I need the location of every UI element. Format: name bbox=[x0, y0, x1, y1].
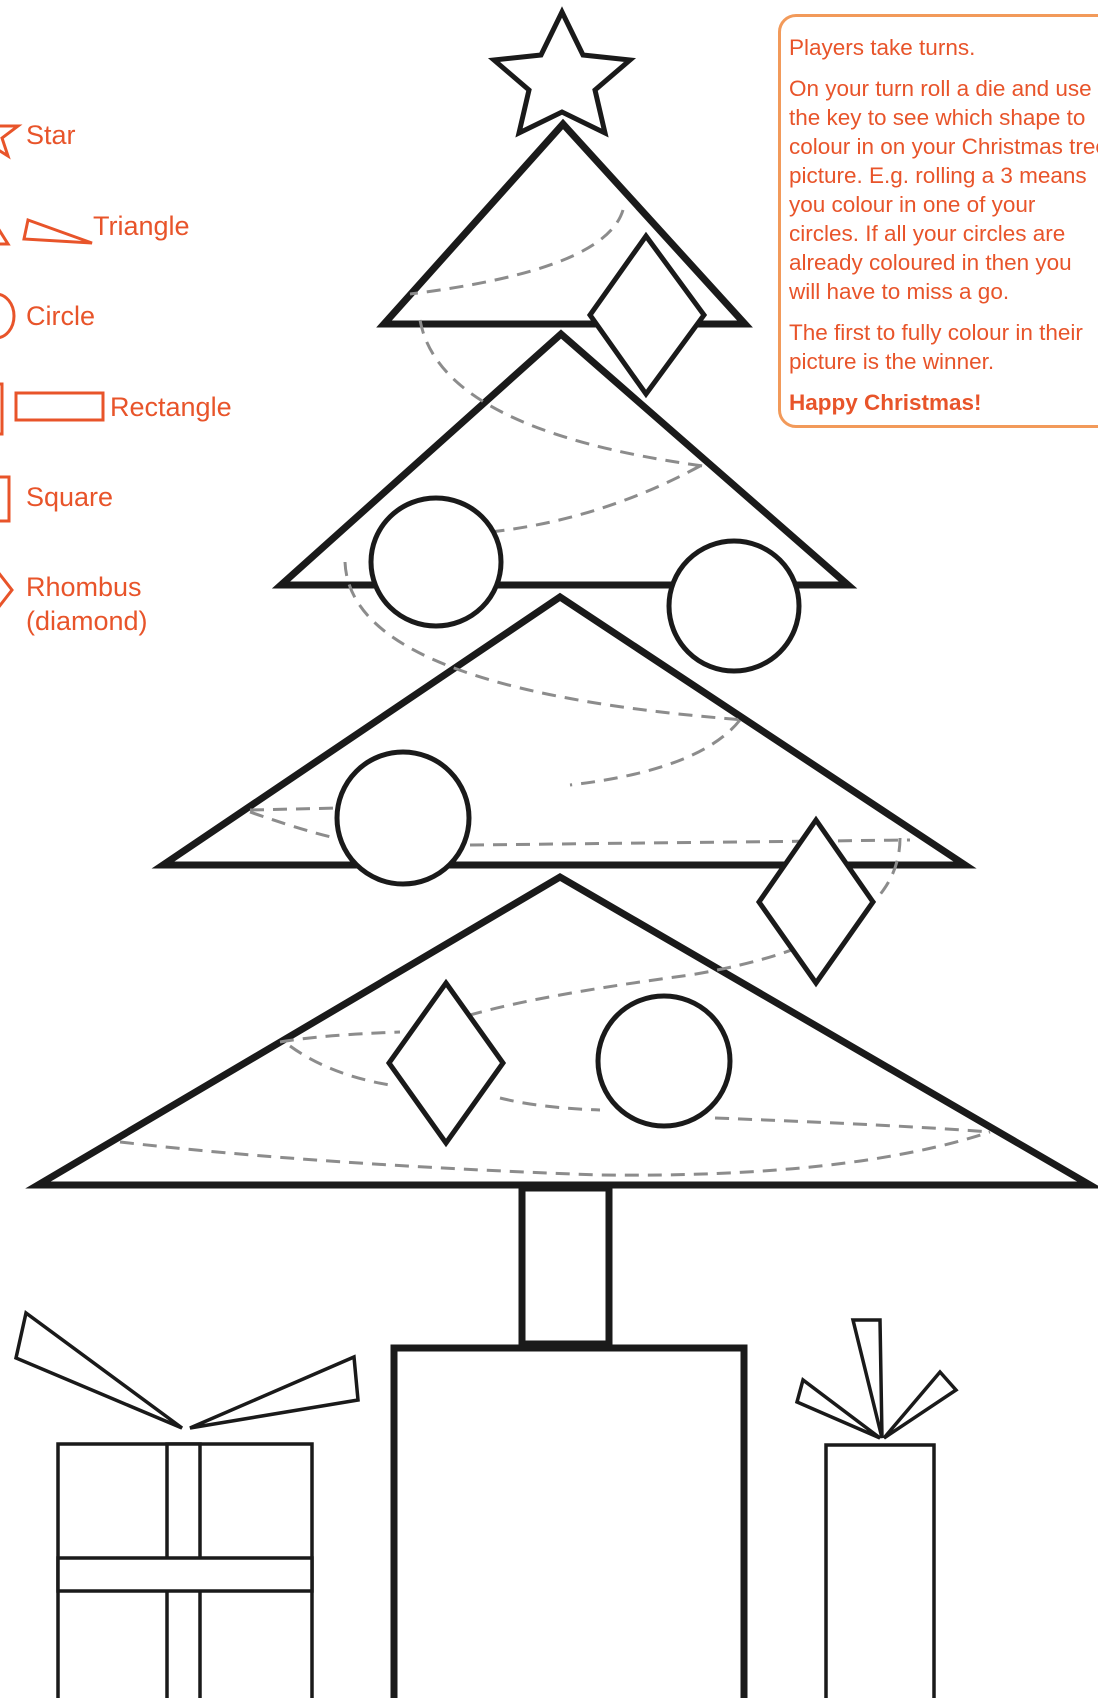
instructions-text-line: colour in on your Christmas tree bbox=[789, 134, 1098, 159]
triangle-icon bbox=[0, 228, 11, 246]
key-label-triangle: Triangle bbox=[93, 211, 190, 241]
instructions-text-line: circles. If all your circles are bbox=[789, 221, 1066, 246]
circle-shape bbox=[334, 749, 472, 887]
rectangle-icon bbox=[0, 382, 4, 436]
key-label-star: Star bbox=[26, 120, 76, 150]
instructions-text-line: you colour in one of your bbox=[789, 192, 1036, 217]
bow-triangle bbox=[850, 1318, 884, 1439]
present-middle-square bbox=[390, 1344, 748, 1698]
key-icons bbox=[0, 124, 105, 608]
bow-triangle bbox=[794, 1377, 882, 1440]
key-label-circle: Circle bbox=[26, 301, 96, 331]
bow-triangle bbox=[189, 1354, 360, 1430]
circle-shape bbox=[666, 538, 802, 674]
instructions-text-line: the key to see which shape to bbox=[789, 105, 1086, 130]
star-icon bbox=[0, 124, 23, 160]
tree-tier-4-triangle bbox=[25, 872, 1098, 1189]
presents bbox=[13, 1309, 959, 1698]
instructions-text-line: On your turn roll a die and use bbox=[789, 76, 1092, 101]
instructions-text-line: will have to miss a go. bbox=[789, 279, 1010, 304]
key-label-rhombus-line2: (diamond) bbox=[26, 606, 148, 636]
instructions-text-line: The first to fully colour in their bbox=[789, 320, 1083, 345]
triangle-icon bbox=[22, 218, 93, 245]
rhombus-icon bbox=[0, 572, 14, 608]
instructions-text-line: picture. E.g. rolling a 3 means bbox=[789, 163, 1087, 188]
key-label-rhombus: Rhombus (diamond) bbox=[26, 570, 148, 638]
tinsel bbox=[119, 209, 991, 1177]
present-box-rectangle bbox=[824, 1443, 936, 1698]
tree-trunk-rectangle bbox=[518, 1184, 613, 1348]
instructions-box: Players take turns. On your turn roll a … bbox=[778, 14, 1098, 428]
key-label-rhombus-line1: Rhombus bbox=[26, 572, 142, 602]
circle-shape bbox=[368, 495, 504, 629]
circle-icon bbox=[0, 293, 16, 339]
instructions-line-1: Players take turns. bbox=[789, 35, 976, 60]
star-shape bbox=[487, 6, 637, 138]
instructions-text-line: already coloured in then you bbox=[789, 250, 1072, 275]
bow-triangle bbox=[882, 1369, 959, 1440]
bow-triangle bbox=[13, 1309, 184, 1430]
circle-shape bbox=[595, 993, 733, 1129]
present-right bbox=[794, 1318, 959, 1698]
instructions-closing: Happy Christmas! bbox=[789, 390, 982, 415]
rhombus-shape bbox=[586, 231, 708, 399]
instructions-paragraph-3: The first to fully colour in their pictu… bbox=[789, 318, 1098, 376]
ribbon-horizontal bbox=[56, 1556, 314, 1593]
rectangle-icon bbox=[14, 391, 105, 422]
rhombus-shape bbox=[755, 815, 877, 988]
instructions-paragraph-2: On your turn roll a die and use the key … bbox=[789, 74, 1098, 306]
instructions-text-line: picture is the winner. bbox=[789, 349, 995, 374]
ornaments bbox=[334, 6, 877, 1148]
present-left bbox=[13, 1309, 360, 1698]
key-label-rectangle: Rectangle bbox=[110, 392, 232, 422]
square-icon bbox=[0, 475, 11, 523]
rhombus-shape bbox=[385, 978, 507, 1148]
key-label-square: Square bbox=[26, 482, 114, 512]
